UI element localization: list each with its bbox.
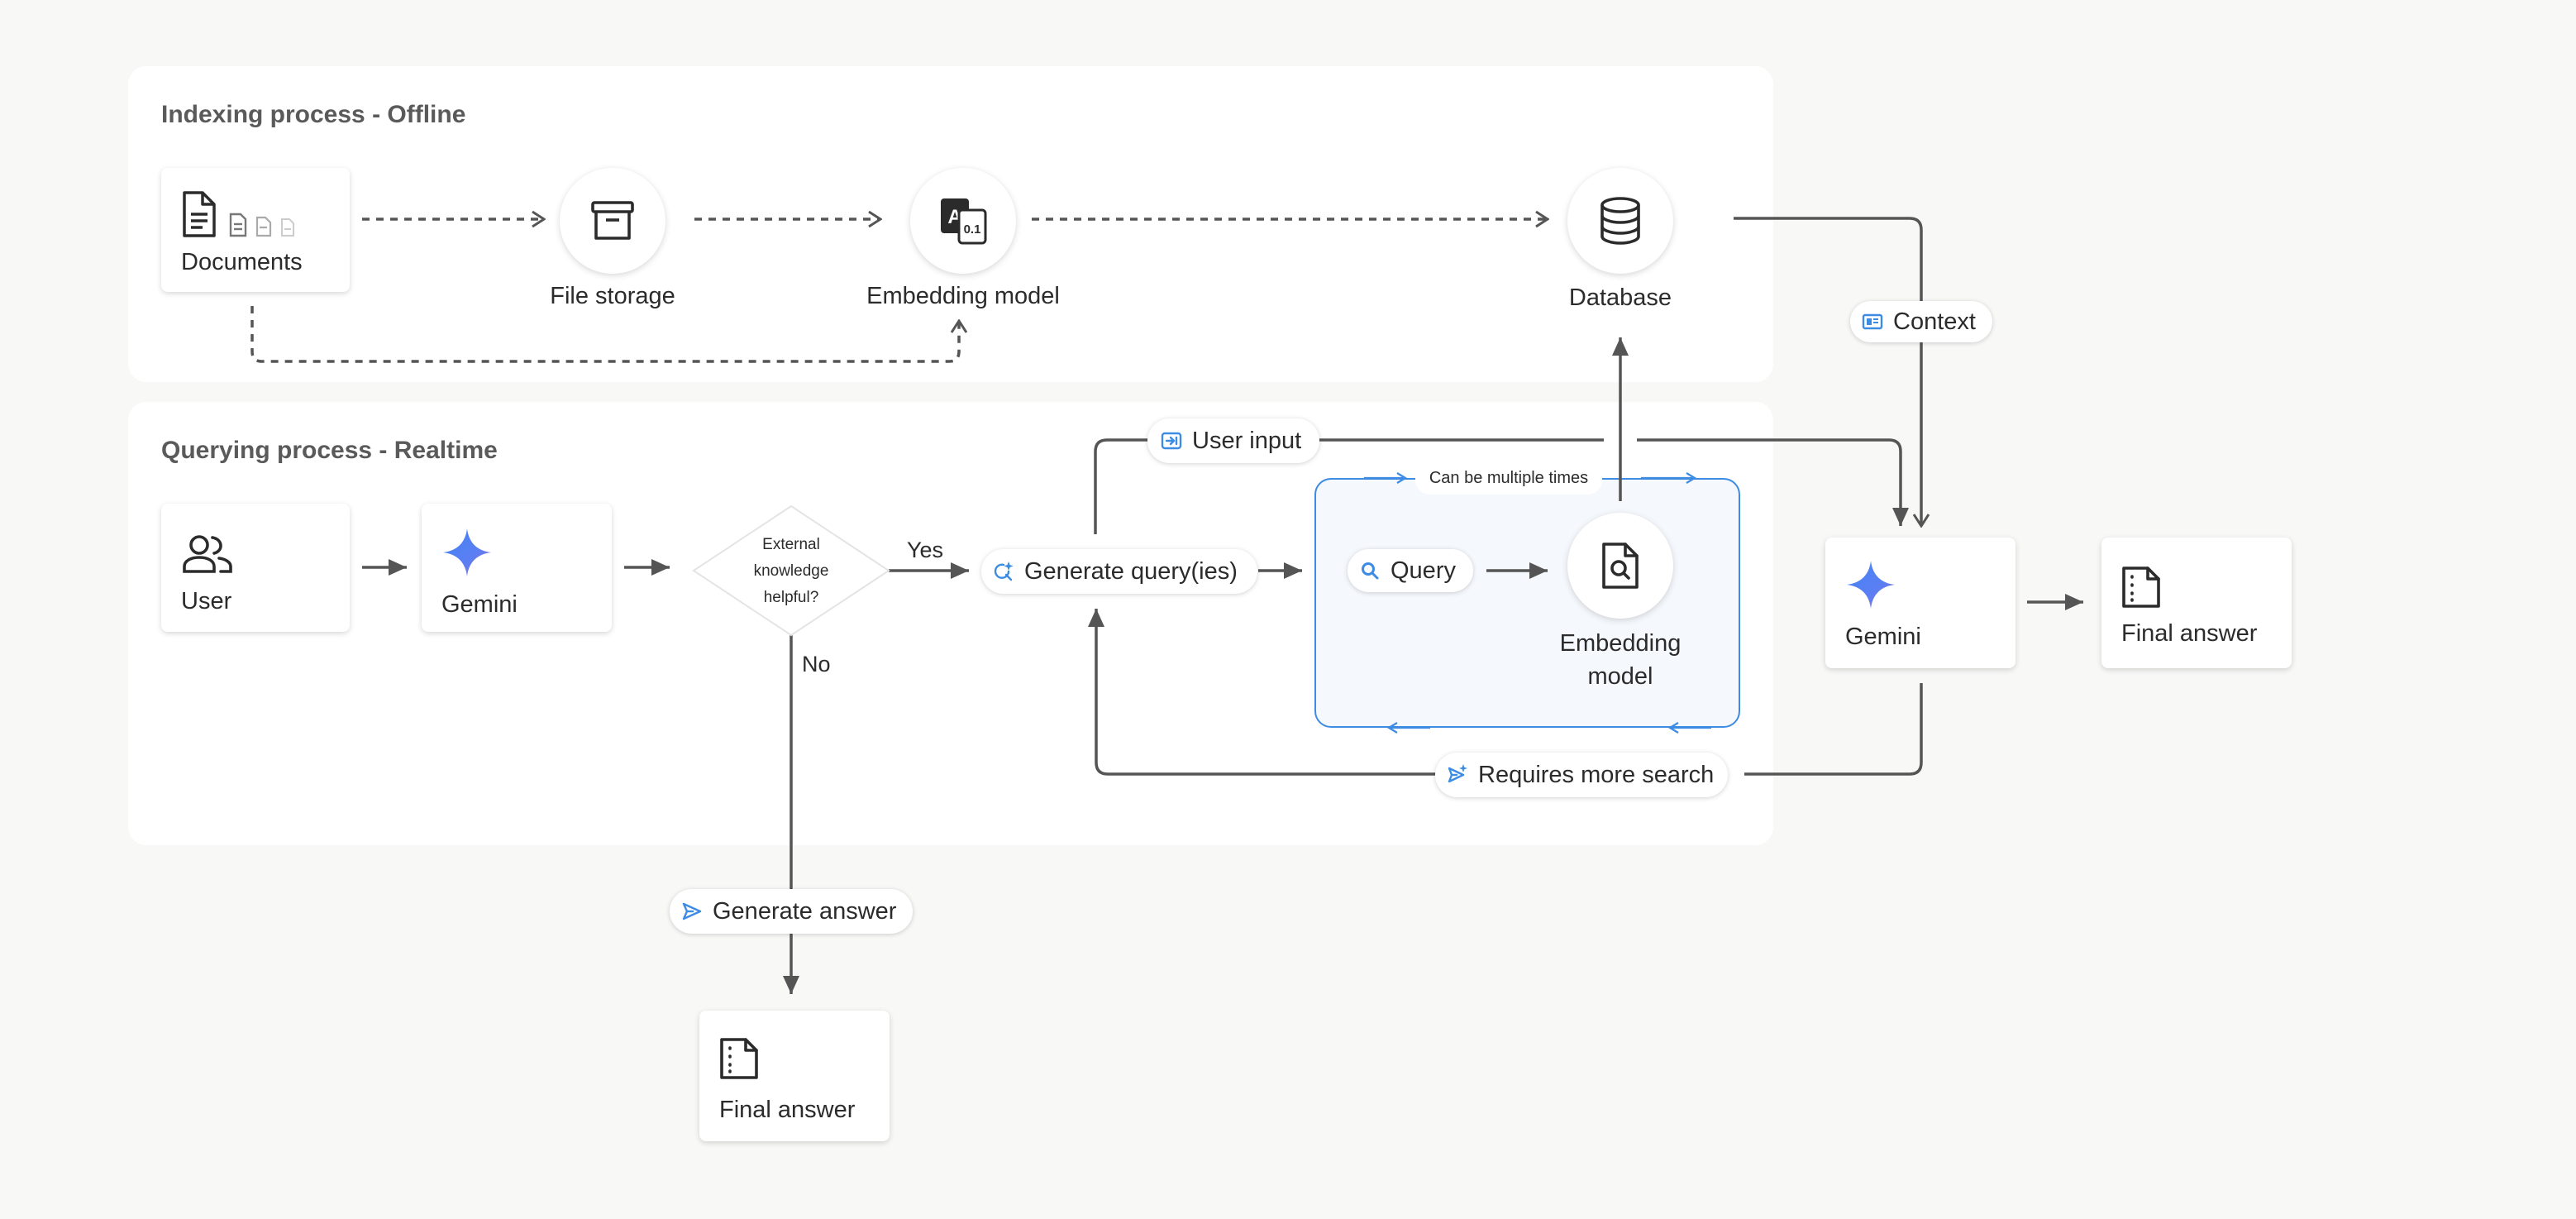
edge-documents-embedding bbox=[250, 306, 959, 363]
file-storage-node bbox=[560, 168, 665, 274]
edge-user-input-gemini bbox=[1637, 438, 1909, 526]
gemini-final-label: Gemini bbox=[1845, 624, 1921, 650]
database-label: Database bbox=[1568, 284, 1672, 311]
generate-answer-pill: Generate answer bbox=[670, 889, 913, 934]
loop-note: Can be multiple times bbox=[1415, 461, 1602, 495]
send-icon bbox=[682, 902, 702, 920]
gemini-sparkle-icon bbox=[443, 528, 491, 576]
loop-embedding-line-2: model bbox=[1587, 663, 1653, 690]
loop-embedding-label: Embedding model bbox=[1513, 627, 1728, 693]
gemini-label: Gemini bbox=[441, 591, 518, 618]
user-card: User bbox=[161, 504, 350, 632]
gemini-final-card: Gemini bbox=[1825, 538, 2015, 668]
decision-line-3: helpful? bbox=[763, 589, 819, 606]
querying-panel-title: Querying process - Realtime bbox=[161, 437, 498, 464]
no-label: No bbox=[802, 652, 831, 676]
answer-document-icon bbox=[720, 1038, 758, 1079]
generate-queries-pill: Generate query(ies) bbox=[981, 549, 1257, 594]
gemini-card: Gemini bbox=[422, 504, 612, 632]
svg-text:0.1: 0.1 bbox=[964, 222, 981, 237]
input-icon bbox=[1161, 432, 1182, 450]
query-pill: Query bbox=[1348, 549, 1473, 592]
final-answer-right-card: Final answer bbox=[2101, 538, 2292, 668]
context-pill: Context bbox=[1850, 301, 1992, 342]
requires-more-search-text: Requires more search bbox=[1478, 761, 1715, 788]
decision-text: External knowledge helpful? bbox=[719, 532, 863, 611]
search-icon bbox=[1362, 562, 1379, 580]
query-text: Query bbox=[1391, 557, 1456, 584]
yes-label: Yes bbox=[907, 538, 944, 562]
decision-line-1: External bbox=[762, 536, 820, 553]
edge-user-input bbox=[1094, 438, 1604, 534]
context-card-icon bbox=[1862, 313, 1883, 330]
generate-answer-text: Generate answer bbox=[713, 897, 897, 925]
final-answer-right-label: Final answer bbox=[2121, 620, 2258, 647]
file-storage-label: File storage bbox=[550, 283, 675, 309]
user-input-pill: User input bbox=[1147, 418, 1319, 463]
document-search-icon bbox=[1602, 543, 1639, 589]
edge-database-context bbox=[1734, 217, 1921, 526]
final-answer-bottom-label: Final answer bbox=[719, 1097, 856, 1123]
context-text: Context bbox=[1893, 308, 1976, 335]
edge-loop-back bbox=[1088, 609, 1438, 776]
generate-queries-text: Generate query(ies) bbox=[1024, 557, 1238, 585]
embedding-model-node: A 0.1 bbox=[910, 168, 1016, 274]
translate-embedding-icon: A 0.1 bbox=[941, 198, 987, 245]
database-icon bbox=[1600, 197, 1640, 245]
edge-requires-more-search bbox=[1744, 683, 1923, 776]
gemini-sparkle-icon bbox=[1847, 561, 1895, 609]
users-icon bbox=[183, 535, 232, 573]
answer-document-icon bbox=[2122, 566, 2160, 608]
user-input-text: User input bbox=[1192, 427, 1302, 454]
loop-embedding-node bbox=[1567, 513, 1673, 619]
retrieval-loop-box bbox=[1314, 478, 1740, 728]
final-answer-bottom-card: Final answer bbox=[699, 1011, 890, 1141]
query-sparkle-icon bbox=[994, 562, 1014, 581]
database-node bbox=[1567, 168, 1673, 274]
send-sparkle-icon bbox=[1448, 764, 1467, 783]
embedding-model-label: Embedding model bbox=[866, 283, 1060, 309]
requires-more-search-pill: Requires more search bbox=[1435, 753, 1728, 797]
loop-embedding-line-1: Embedding bbox=[1559, 630, 1682, 657]
document-stack-icon bbox=[183, 191, 294, 237]
user-label: User bbox=[181, 588, 232, 614]
documents-card: Documents bbox=[161, 168, 350, 292]
decision-diamond bbox=[692, 504, 890, 637]
decision-line-2: knowledge bbox=[753, 562, 829, 580]
documents-label: Documents bbox=[181, 249, 303, 275]
archive-box-icon bbox=[591, 201, 634, 240]
indexing-panel-title: Indexing process - Offline bbox=[161, 101, 466, 128]
